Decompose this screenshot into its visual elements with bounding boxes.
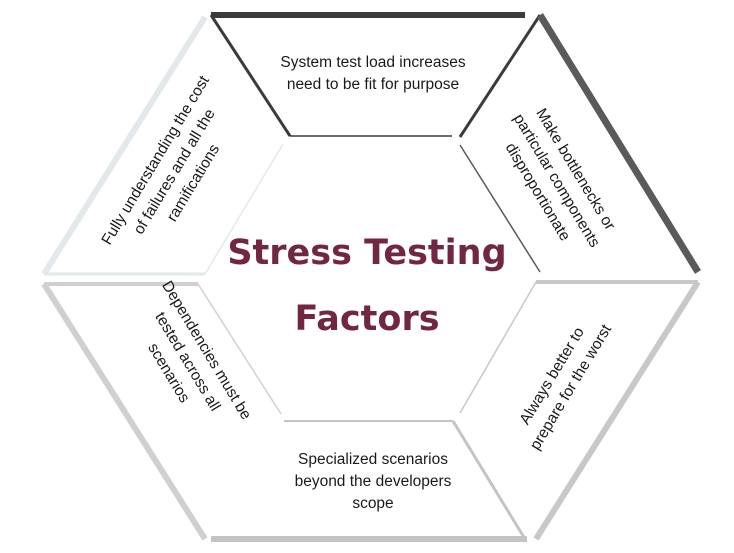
segment-bottom-line-3: scope — [352, 495, 394, 512]
segment-lower-left-inner-edge — [197, 283, 282, 415]
segment-top-left-side — [209, 14, 292, 137]
segment-top-label: System test load increases need to be fi… — [280, 52, 465, 96]
diagram-title-line-1: Stress Testing — [227, 233, 507, 273]
segment-upper-right-outer-edge — [537, 13, 701, 274]
segment-upper-left-outer-edge — [41, 15, 208, 276]
segment-lower-right-inner-edge — [459, 281, 537, 414]
segment-upper-right-frame — [459, 13, 701, 274]
segment-upper-left-frame — [41, 15, 284, 276]
segment-lower-right-outer-edge — [533, 280, 701, 541]
segment-top-line-1: System test load increases — [280, 54, 466, 71]
segment-lower-right-frame — [459, 280, 701, 541]
segment-bottom-right-side — [451, 420, 527, 540]
segment-bottom-frame — [211, 420, 527, 542]
segment-top-right-side — [458, 14, 542, 138]
segment-top-line-2: need to be fit for purpose — [286, 76, 460, 93]
segment-bottom-line-2: beyond the developers — [294, 473, 452, 490]
segment-lower-left-outer-edge — [41, 282, 208, 541]
diagram-title-line-2: Factors — [294, 299, 440, 339]
segment-upper-left-inner-edge — [204, 143, 284, 275]
segment-top-frame — [209, 12, 542, 138]
segment-bottom-line-1: Specialized scenarios — [298, 451, 448, 468]
segment-lower-left-frame — [41, 282, 282, 541]
segment-upper-right-inner-edge — [459, 144, 541, 273]
segment-bottom-label: Specialized scenarios beyond the develop… — [295, 449, 452, 515]
